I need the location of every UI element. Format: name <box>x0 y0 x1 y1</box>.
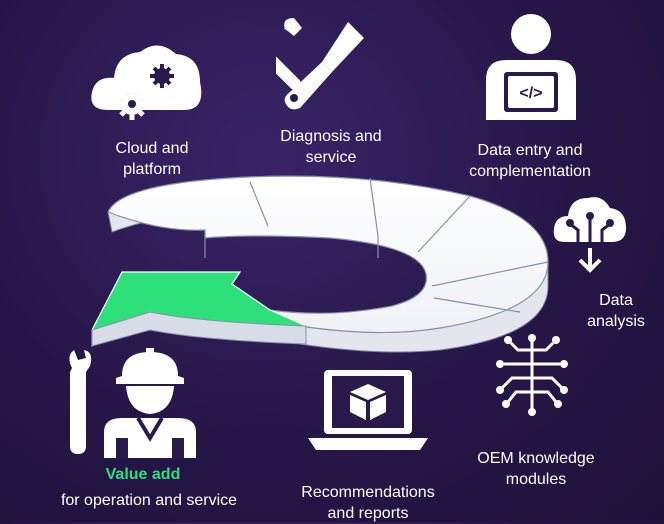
label-value-add-sub: for operation and service <box>60 492 238 509</box>
cloud-network-icon <box>550 188 630 283</box>
worker-wrench-icon <box>60 346 210 463</box>
brain-circuit-icon <box>482 330 582 425</box>
ring-top <box>107 175 549 334</box>
wrench-screwdriver-icon <box>236 14 376 119</box>
laptop-box-icon <box>308 366 428 461</box>
value-arrow-side <box>91 311 307 347</box>
person-laptop-code-icon: </> <box>476 10 586 135</box>
cloud-gears-icon <box>88 30 208 135</box>
label-value-add: Value add <box>105 466 181 483</box>
svg-text:</>: </> <box>519 85 542 102</box>
ring-segment-dividers <box>204 177 549 313</box>
